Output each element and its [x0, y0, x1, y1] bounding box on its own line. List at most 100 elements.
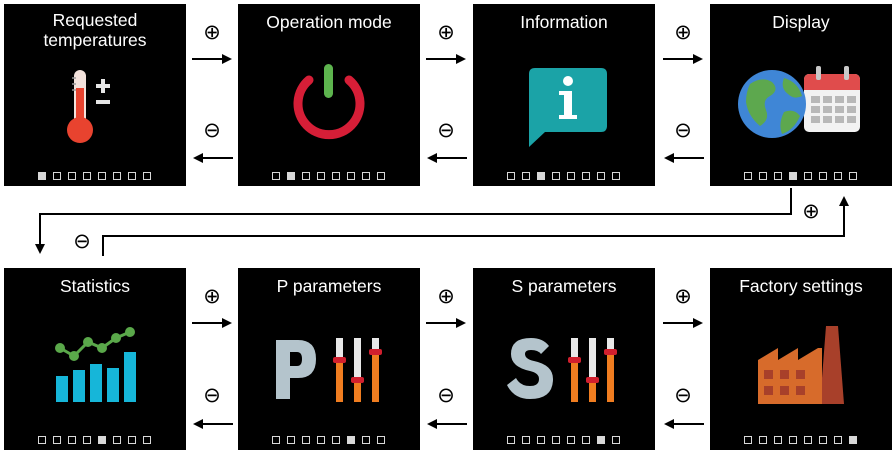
page-dot	[744, 172, 752, 180]
information-icon	[529, 68, 607, 147]
page-dot	[347, 172, 355, 180]
next-symbol: ⊕	[802, 199, 820, 223]
page-dot	[537, 436, 545, 444]
page-dot	[522, 436, 530, 444]
page-dot	[834, 436, 842, 444]
prev-symbol: ⊖	[437, 118, 455, 142]
screen-p-parameters: P parameters	[238, 268, 420, 450]
factory-icon	[758, 326, 844, 404]
page-dot-active	[98, 436, 106, 444]
page-dot	[774, 172, 782, 180]
next-symbol: ⊕	[437, 284, 455, 308]
page-dot	[332, 436, 340, 444]
screen-title: Information	[520, 12, 608, 32]
screen-statistics: Statistics	[4, 268, 186, 450]
page-dot	[804, 436, 812, 444]
page-dot	[53, 436, 61, 444]
page-dot	[522, 172, 530, 180]
page-dot	[552, 436, 560, 444]
screen-s-parameters: S parameters	[473, 268, 655, 450]
page-dot	[789, 436, 797, 444]
page-dot	[377, 436, 385, 444]
page-dot	[377, 172, 385, 180]
screen-display: Display	[710, 4, 892, 186]
page-dot	[552, 172, 560, 180]
page-dot	[68, 436, 76, 444]
screen-title: Factory settings	[739, 276, 863, 296]
page-dot	[507, 436, 515, 444]
page-dot-active	[789, 172, 797, 180]
page-dot	[582, 436, 590, 444]
globe-calendar-icon	[738, 66, 860, 138]
page-dot	[567, 436, 575, 444]
next-symbol: ⊕	[437, 20, 455, 44]
next-symbol: ⊕	[674, 20, 692, 44]
page-dot	[507, 172, 515, 180]
prev-symbol: ⊖	[73, 229, 91, 253]
page-dot	[98, 172, 106, 180]
next-arrow-row-wrap	[35, 188, 792, 254]
prev-symbol: ⊖	[437, 383, 455, 407]
page-dot	[612, 436, 620, 444]
screen-title: P parameters	[276, 276, 382, 296]
page-dot	[287, 436, 295, 444]
page-dot	[744, 436, 752, 444]
screen-factory-settings: Factory settings	[710, 268, 892, 450]
prev-symbol: ⊖	[674, 383, 692, 407]
page-dot	[143, 172, 151, 180]
screen-title: Display	[772, 12, 830, 32]
page-dot	[317, 172, 325, 180]
page-dot	[302, 172, 310, 180]
page-dot-active	[537, 172, 545, 180]
page-dot	[332, 172, 340, 180]
prev-symbol: ⊖	[203, 118, 221, 142]
page-dot	[113, 172, 121, 180]
prev-symbol: ⊖	[674, 118, 692, 142]
screen-title: Requested temperatures	[43, 10, 147, 50]
page-dot	[582, 172, 590, 180]
page-dot	[759, 436, 767, 444]
page-dot	[819, 436, 827, 444]
next-symbol: ⊕	[203, 20, 221, 44]
page-dot	[567, 172, 575, 180]
page-dot	[819, 172, 827, 180]
screen-requested-temperatures: Requested temperatures	[4, 4, 186, 186]
page-dot	[317, 436, 325, 444]
screen-information: Information	[473, 4, 655, 186]
page-dot	[113, 436, 121, 444]
page-dot	[362, 172, 370, 180]
screen-title: Operation mode	[266, 12, 392, 32]
page-dot	[849, 172, 857, 180]
page-dot-active	[597, 436, 605, 444]
screen-title: S parameters	[511, 276, 617, 296]
page-dot	[83, 172, 91, 180]
power-icon	[293, 64, 365, 140]
next-symbol: ⊕	[203, 284, 221, 308]
thermometer-plus-minus-icon	[67, 70, 110, 143]
page-dot-active	[849, 436, 857, 444]
page-dot	[362, 436, 370, 444]
page-dot	[38, 436, 46, 444]
page-dot	[272, 172, 280, 180]
page-dot	[128, 172, 136, 180]
page-dot	[759, 172, 767, 180]
page-dot-active	[347, 436, 355, 444]
statistics-chart-icon	[55, 327, 136, 402]
page-dot	[774, 436, 782, 444]
page-dot	[128, 436, 136, 444]
page-dot	[804, 172, 812, 180]
page-dot	[83, 436, 91, 444]
page-dot-active	[38, 172, 46, 180]
p-parameters-sliders-icon	[276, 338, 382, 402]
page-dot-active	[287, 172, 295, 180]
screen-title: Statistics	[59, 276, 131, 296]
prev-arrow-row-wrap	[102, 196, 849, 256]
screen-operation-mode: Operation mode	[238, 4, 420, 186]
page-dot	[53, 172, 61, 180]
page-dot	[302, 436, 310, 444]
next-symbol: ⊕	[674, 284, 692, 308]
page-dot	[68, 172, 76, 180]
page-dot	[143, 436, 151, 444]
page-dot	[597, 172, 605, 180]
